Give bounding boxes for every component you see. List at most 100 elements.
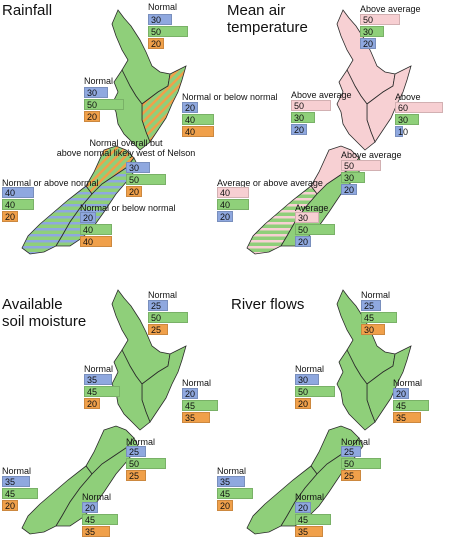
above-bar: 40 [217,187,249,198]
above-bar: 40 [182,126,214,137]
above-bar: 35 [182,412,210,423]
north-island-east [141,65,187,143]
above-bar: 40 [80,236,112,247]
above-bar: 30 [295,212,319,223]
above-bar: 20 [148,38,164,49]
below-bar: 20 [291,124,307,135]
below-bar: 10 [395,126,408,137]
region-label: Normal overall but above normal likely w… [56,138,196,158]
near-bar: 45 [84,386,120,397]
near-bar: 45 [82,514,118,525]
soil-moisture-map [21,289,187,535]
above-bar: 20 [295,398,311,409]
near-bar: 40 [182,114,214,125]
region-label: Normal [148,290,178,300]
near-bar: 50 [84,99,124,110]
below-bar: 20 [217,211,233,222]
below-bar: 25 [148,300,168,311]
north-island-east [141,345,187,423]
region-label: Normal [341,437,371,447]
region-label: Normal [295,364,325,374]
region-label: Normal [2,466,32,476]
near-bar: 40 [80,224,112,235]
above-bar: 50 [291,100,331,111]
near-bar: 45 [182,400,218,411]
above-bar: 50 [341,160,381,171]
region-label: Normal [84,76,114,86]
north-island-east [366,65,412,143]
above-bar: 20 [2,500,18,511]
below-bar: 40 [2,187,34,198]
region-label: Above average [291,90,352,100]
rainfall-panel: Rainfall Normal 30 50 20 Normal 30 50 20… [0,0,278,280]
below-bar: 20 [295,502,311,513]
above-bar: 50 [360,14,400,25]
above-bar: 20 [217,500,233,511]
below-bar: 25 [126,446,146,457]
below-bar: 35 [84,374,112,385]
region-label: Normal [393,378,423,388]
temperature-panel: Mean air temperature Above average 50 30… [217,0,450,280]
near-bar: 30 [395,114,419,125]
near-bar: 40 [2,199,34,210]
region-label: Normal [126,437,156,447]
north-island-west [336,349,376,431]
panel-title: Mean air temperature [227,2,308,36]
above-bar: 20 [84,111,100,122]
below-bar: 35 [2,476,30,487]
below-bar: 20 [295,236,311,247]
near-bar: 50 [126,174,166,185]
region-label: Average or above average [217,178,323,188]
below-bar: 20 [182,102,198,113]
near-bar: 30 [291,112,315,123]
near-bar: 45 [2,488,38,499]
below-bar: 30 [295,374,319,385]
near-bar: 50 [295,224,335,235]
north-island-west [336,69,376,151]
region-label: Normal or above normal [2,178,99,188]
above-bar: 25 [341,470,361,481]
near-bar: 50 [148,26,188,37]
above-bar: 35 [82,526,110,537]
region-label: Normal or below normal [182,92,278,102]
north-island-east [366,345,412,423]
above-bar: 25 [148,324,168,335]
near-bar: 45 [295,514,331,525]
above-bar: 25 [126,470,146,481]
south-island-east [55,437,139,527]
near-bar: 50 [148,312,188,323]
region-label: Normal [84,364,114,374]
region-label: Normal [361,290,391,300]
below-bar: 20 [393,388,409,399]
above-bar: 60 [395,102,443,113]
near-bar: 30 [341,172,365,183]
near-bar: 50 [341,458,381,469]
near-bar: 45 [217,488,253,499]
near-bar: 45 [393,400,429,411]
region-label: Above average [341,150,402,160]
north-island-west [111,349,151,431]
near-bar: 45 [361,312,397,323]
above-bar: 35 [295,526,323,537]
below-bar: 20 [82,502,98,513]
below-bar: 20 [360,38,376,49]
region-label: Normal [148,2,178,12]
region-label: Average [295,203,329,213]
region-label: Above average [360,4,421,14]
below-bar: 25 [361,300,381,311]
below-bar: 30 [126,162,150,173]
near-bar: 30 [360,26,384,37]
panel-title: Available soil moisture [2,296,87,330]
below-bar: 30 [148,14,172,25]
rainfall-map [21,9,187,255]
near-bar: 50 [126,458,166,469]
below-bar: 20 [341,184,357,195]
region-label: Normal [295,492,325,502]
soil-moisture-panel: Available soil moisture Normal 25 50 25 … [0,280,225,560]
below-bar: 30 [84,87,108,98]
region-label: Normal [217,466,247,476]
above-bar: 30 [361,324,385,335]
region-label: Normal [182,378,212,388]
region-label: Normal [82,492,112,502]
panel-title: Rainfall [2,2,53,19]
